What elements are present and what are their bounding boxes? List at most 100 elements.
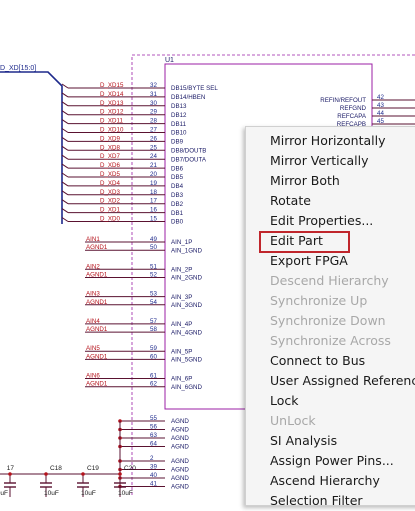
data-pin-name: DB6 — [171, 165, 184, 172]
bus-taps — [61, 83, 69, 222]
agnd-pin-number: 63 — [150, 432, 157, 439]
junction-dot — [81, 472, 85, 476]
data-net-label: D_XD4 — [100, 180, 121, 187]
data-pin-name: DB4 — [171, 183, 184, 190]
data-net-label: D_XD10 — [100, 127, 124, 134]
menu-item-mirror-vertically[interactable]: Mirror Vertically — [270, 153, 369, 168]
bus-tap — [61, 172, 69, 178]
ain-pin-number: 61 — [150, 373, 157, 380]
data-pin-name: DB5 — [171, 174, 184, 181]
ain-net-label: AIN3 — [86, 291, 100, 298]
data-pin-name: DB14/HBEN — [171, 94, 205, 101]
ain-pin-name: AIN_5GND — [171, 357, 202, 364]
data-pin-number: 24 — [150, 153, 157, 160]
edit-part-highlight — [259, 231, 350, 253]
cap-ref: 17 — [7, 465, 15, 472]
ain-pin-number: 60 — [150, 353, 157, 360]
ref-pin-number: 43 — [377, 102, 384, 109]
data-pin-number: 19 — [150, 180, 157, 187]
bus-tap — [61, 154, 69, 160]
bus-tap — [61, 217, 69, 222]
data-pin-number: 20 — [150, 171, 157, 178]
bus-tap — [61, 92, 69, 98]
capacitor-row: 1710uFC1810uFC1910uFC2010uF — [0, 465, 136, 497]
data-net-label: D_XD14 — [100, 91, 124, 98]
agnd-pin-number: 55 — [150, 415, 157, 422]
ain-pin-number: 49 — [150, 236, 157, 243]
data-net-label: D_XD1 — [100, 207, 121, 214]
menu-item-synchronize-up: Synchronize Up — [270, 293, 368, 308]
ain-net-label: AGND1 — [86, 299, 108, 306]
cap-ref: C18 — [50, 465, 62, 472]
agnd-pin-number: 41 — [150, 481, 157, 488]
cap-value: 10uF — [118, 490, 133, 497]
agnd-pin-name: AGND — [171, 458, 189, 465]
bus-tap — [61, 163, 69, 169]
data-pin-name: DB8/DOUTB — [171, 148, 206, 155]
menu-item-export-fpga[interactable]: Export FPGA — [270, 253, 348, 268]
ain-net-label: AGND1 — [86, 381, 108, 388]
ain-pin-number: 57 — [150, 318, 157, 325]
menu-item-connect-to-bus[interactable]: Connect to Bus — [270, 353, 366, 368]
ain-pin-number: 52 — [150, 272, 157, 279]
data-net-label: D_XD11 — [100, 118, 123, 125]
agnd-pin-number: 39 — [150, 464, 157, 471]
ref-pin-name: REFCAPB — [337, 121, 366, 128]
menu-item-mirror-horizontally[interactable]: Mirror Horizontally — [270, 133, 386, 148]
menu-item-ascend-hierarchy[interactable]: Ascend Hierarchy — [270, 473, 380, 488]
data-pin-number: 30 — [150, 100, 157, 107]
data-pin-number: 31 — [150, 91, 157, 98]
ain-net-label: AGND1 — [86, 326, 108, 333]
data-pin-name: DB11 — [171, 121, 187, 128]
data-pin-number: 25 — [150, 144, 157, 151]
data-net-label: D_XD5 — [100, 171, 121, 178]
menu-item-edit-part[interactable]: Edit Part — [270, 233, 323, 248]
ain-pin-name: AIN_6GND — [171, 384, 202, 391]
ain-net-label: AIN5 — [86, 345, 100, 352]
ref-pin-number: 45 — [377, 118, 384, 125]
ain-net-label: AIN6 — [86, 373, 100, 380]
menu-item-selection-filter[interactable]: Selection Filter — [270, 493, 363, 508]
data-pin-name: DB2 — [171, 201, 184, 208]
data-pin-name: DB12 — [171, 112, 187, 119]
part-boundary — [131, 54, 415, 497]
ref-pin-name: REFGND — [340, 105, 367, 112]
data-net-label: D_XD2 — [100, 198, 121, 205]
data-net-label: D_XD15 — [100, 82, 124, 89]
data-pin-name: DB7/DOUTA — [171, 156, 207, 163]
menu-item-lock[interactable]: Lock — [270, 393, 299, 408]
ain-pin-name: AIN_6P — [171, 376, 192, 383]
menu-item-mirror-both[interactable]: Mirror Both — [270, 173, 340, 188]
junction-dot — [44, 472, 48, 476]
ain-pin-name: AIN_2P — [171, 267, 192, 274]
ain-pin-number: 62 — [150, 381, 157, 388]
data-pin-number: 27 — [150, 127, 157, 134]
menu-item-si-analysis[interactable]: SI Analysis — [270, 433, 338, 448]
data-pin-number: 17 — [150, 198, 157, 205]
data-bus[interactable] — [0, 71, 63, 224]
ain-pin-number: 54 — [150, 299, 157, 306]
cap-ref: C20 — [124, 465, 136, 472]
ain-pin-name: AIN_1GND — [171, 247, 202, 254]
menu-item-descend-hierarchy: Descend Hierarchy — [270, 273, 389, 288]
data-net-label: D_XD3 — [100, 189, 121, 196]
junction-dot — [118, 472, 122, 476]
data-pin-number: 21 — [150, 162, 157, 169]
ain-pin-name: AIN_1P — [171, 239, 192, 246]
menu-item-user-assigned-reference[interactable]: User Assigned Reference — [270, 373, 415, 388]
part-reference: U1 — [165, 57, 174, 64]
data-net-label: D_XD6 — [100, 162, 121, 169]
data-pin-name: DB3 — [171, 192, 184, 199]
ain-pin-number: 50 — [150, 244, 157, 251]
data-pin-number: 15 — [150, 216, 157, 223]
ain-net-label: AGND1 — [86, 353, 108, 360]
data-pin-name: DB13 — [171, 103, 187, 110]
menu-item-edit-properties[interactable]: Edit Properties... — [270, 213, 374, 228]
menu-item-rotate[interactable]: Rotate — [270, 193, 311, 208]
agnd-pin-name: AGND — [171, 467, 189, 474]
agnd-pin-name: AGND — [171, 427, 189, 434]
menu-item-assign-power-pins[interactable]: Assign Power Pins... — [270, 453, 394, 468]
